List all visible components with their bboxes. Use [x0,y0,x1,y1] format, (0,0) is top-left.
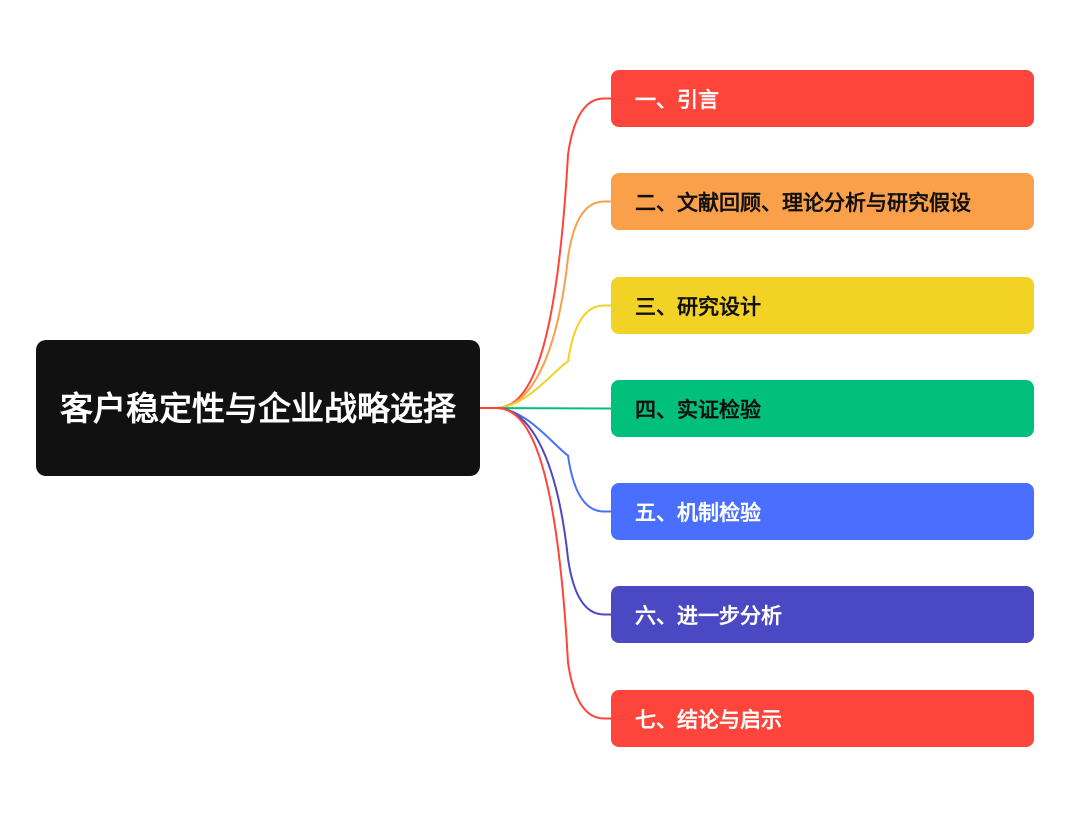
connector-line [480,407,611,720]
branch-label: 二、文献回顾、理论分析与研究假设 [635,190,971,215]
branch-label: 五、机制检验 [635,500,761,525]
branch-label: 三、研究设计 [635,294,761,319]
root-title: 客户稳定性与企业战略选择 [60,388,456,428]
branch-label: 六、进一步分析 [635,603,782,628]
branch-node-empirical-test[interactable]: 四、实证检验 [611,380,1034,437]
connector-line [480,407,611,513]
branch-label: 一、引言 [635,87,719,112]
branch-node-mechanism-test[interactable]: 五、机制检验 [611,483,1034,540]
branch-label: 四、实证检验 [635,397,761,422]
connector-line [480,304,611,409]
branch-node-introduction[interactable]: 一、引言 [611,70,1034,127]
connector-line [480,200,611,409]
branch-node-conclusion[interactable]: 七、结论与启示 [611,690,1034,747]
branch-node-further-analysis[interactable]: 六、进一步分析 [611,586,1034,643]
branch-node-research-design[interactable]: 三、研究设计 [611,277,1034,334]
branch-label: 七、结论与启示 [635,707,782,732]
root-node[interactable]: 客户稳定性与企业战略选择 [36,340,480,476]
branch-node-literature-review[interactable]: 二、文献回顾、理论分析与研究假设 [611,173,1034,230]
connector-line [480,407,611,616]
